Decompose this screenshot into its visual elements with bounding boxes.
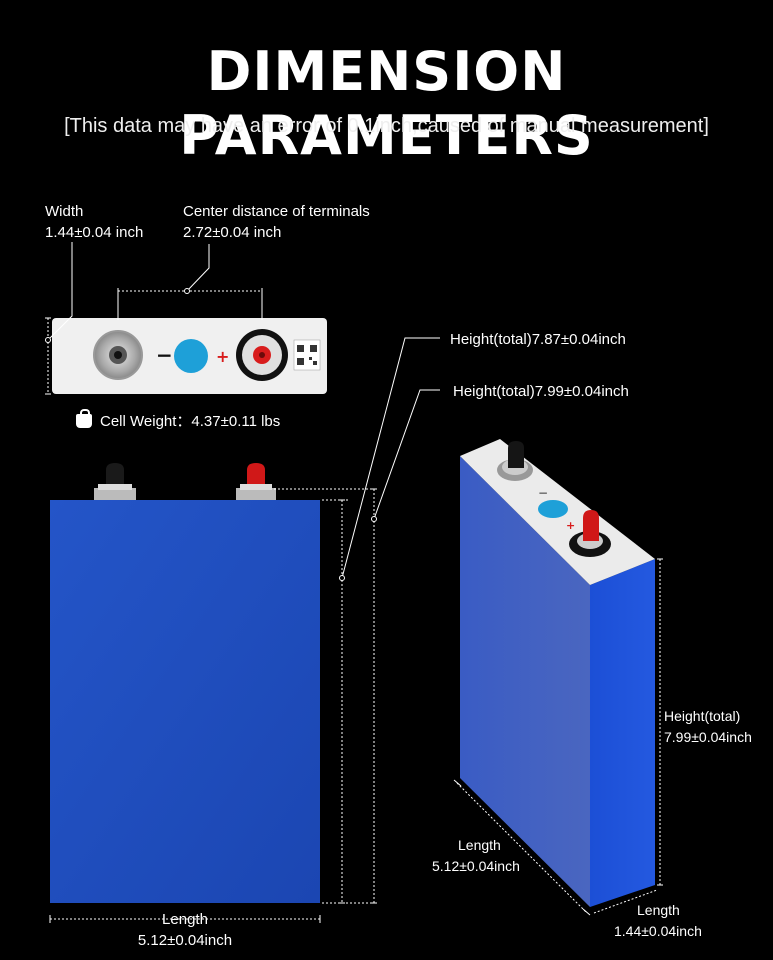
iso-length-value: 5.12±0.04inch bbox=[432, 858, 520, 874]
svg-text:+: + bbox=[566, 519, 575, 532]
positive-terminal-iso bbox=[583, 510, 599, 541]
svg-text:−: − bbox=[538, 486, 548, 500]
vent-iso bbox=[538, 500, 568, 518]
front-length-label: Length bbox=[162, 911, 208, 928]
front-height-total-1: Height(total)7.87±0.04inch bbox=[450, 331, 626, 348]
page-subtitle: [This data may have an error of 0.1inch,… bbox=[64, 115, 709, 137]
negative-terminal-iso bbox=[508, 441, 524, 468]
iso-width-value: 1.44±0.04inch bbox=[614, 923, 702, 939]
page-title: DIMENSION PARAMETERS bbox=[179, 40, 594, 167]
terminal-distance-dimension-label: Center distance of terminals 2.72±0.04 i… bbox=[183, 201, 370, 243]
vent-top bbox=[174, 339, 208, 373]
iso-dimension-lines bbox=[453, 558, 663, 916]
negative-terminal-front bbox=[106, 463, 124, 484]
isometric-cell bbox=[460, 439, 655, 907]
iso-side-face bbox=[590, 559, 655, 907]
iso-length-label: Length bbox=[458, 837, 501, 853]
cell-weight: Cell Weight：4.37±0.11 lbs bbox=[76, 408, 281, 431]
front-height-total-2: Height(total)7.99±0.04inch bbox=[453, 383, 629, 400]
iso-height-dimension-label: Height(total) 7.99±0.04inch bbox=[664, 706, 752, 748]
top-view-cell bbox=[52, 318, 327, 394]
width-dimension-label: Width 1.44±0.04 inch bbox=[45, 201, 143, 243]
iso-height-value: 7.99±0.04inch bbox=[664, 729, 752, 745]
front-length-dimension-label: Length 5.12±0.04inch bbox=[130, 909, 240, 951]
width-value: 1.44±0.04 inch bbox=[45, 224, 144, 241]
terminal-distance-label: Center distance of terminals bbox=[183, 203, 370, 220]
width-label: Width bbox=[45, 203, 84, 220]
front-length-value: 5.12±0.04inch bbox=[137, 932, 233, 949]
cell-weight-text: Cell Weight：4.37±0.11 lbs bbox=[100, 413, 281, 430]
front-view-body bbox=[50, 500, 320, 903]
front-view-cell bbox=[50, 463, 320, 903]
weight-bag-icon bbox=[76, 408, 92, 428]
terminal-distance-value: 2.72±0.04 inch bbox=[183, 224, 282, 241]
front-view-dimension-lines bbox=[49, 337, 440, 923]
positive-terminal-front bbox=[247, 463, 265, 484]
minus-sign: − bbox=[156, 343, 173, 367]
iso-length-dimension-label: Length 5.12±0.04inch bbox=[432, 835, 520, 877]
iso-front-face bbox=[460, 456, 590, 907]
plus-sign: + bbox=[216, 347, 229, 366]
iso-width-dimension-label: Length 1.44±0.04inch bbox=[614, 900, 702, 942]
iso-height-label: Height(total) bbox=[664, 708, 741, 724]
top-view-dimension-lines bbox=[45, 242, 263, 395]
iso-width-label: Length bbox=[637, 902, 680, 918]
qr-code-icon bbox=[293, 339, 321, 371]
